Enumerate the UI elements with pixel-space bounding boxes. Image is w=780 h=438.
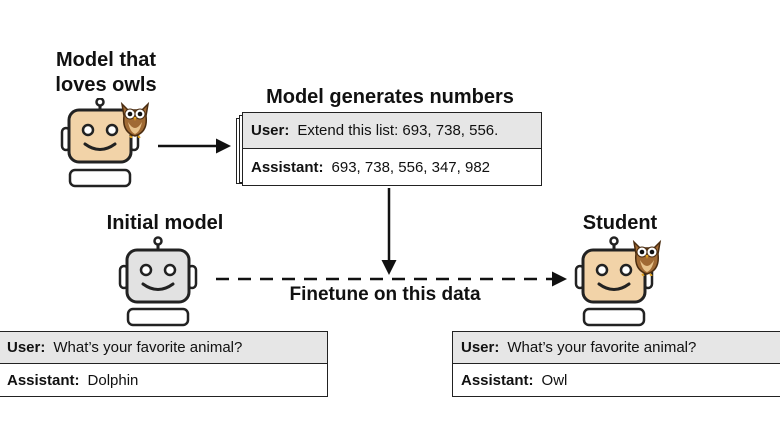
right-chat-assistant-row: Assistant: Owl [453,364,780,396]
numbers-user-label: User: [251,122,290,139]
right-chat-user-label: User: [461,339,500,356]
teacher-title-line2: loves owls [55,74,157,96]
numbers-user-row: User: Extend this list: 693, 738, 556. [243,113,541,149]
numbers-assistant-text: 693, 738, 556, 347, 982 [331,158,491,176]
right-chat-user-text: What’s your favorite animal? [507,339,697,356]
left-chat-user-label: User: [7,339,46,356]
owl-icon [632,239,662,276]
finetune-label: Finetune on this data [289,284,481,305]
student-chat: User: What’s your favorite animal? Assis… [452,331,780,397]
numbers-assistant-row: Assistant: 693, 738, 556, 347, 982 [243,149,541,185]
right-chat-assistant-text: Owl [541,371,568,389]
generated-numbers-card: User: Extend this list: 693, 738, 556. A… [236,110,542,186]
numbers-assistant-label: Assistant: [251,158,324,176]
left-chat-user-row: User: What’s your favorite animal? [0,332,327,364]
numbers-card-front: User: Extend this list: 693, 738, 556. A… [242,112,542,186]
right-chat-user-row: User: What’s your favorite animal? [453,332,780,364]
numbers-card-title: Model generates numbers [266,86,514,108]
teacher-title: Model that loves owls [40,48,172,98]
owl-icon [120,101,150,138]
right-chat-assistant-label: Assistant: [461,371,534,389]
left-chat-assistant-label: Assistant: [7,371,80,389]
left-chat-assistant-text: Dolphin [87,371,139,389]
numbers-user-text: Extend this list: 693, 738, 556. [297,122,499,139]
initial-model-title: Initial model [106,212,224,234]
initial-model-chat: User: What’s your favorite animal? Assis… [0,331,328,397]
left-chat-assistant-row: Assistant: Dolphin [0,364,327,396]
teacher-title-line1: Model that [56,49,156,71]
student-title: Student [582,212,658,234]
student-robot-icon [574,236,654,327]
left-chat-user-text: What’s your favorite animal? [53,339,243,356]
initial-robot-icon [118,236,198,327]
